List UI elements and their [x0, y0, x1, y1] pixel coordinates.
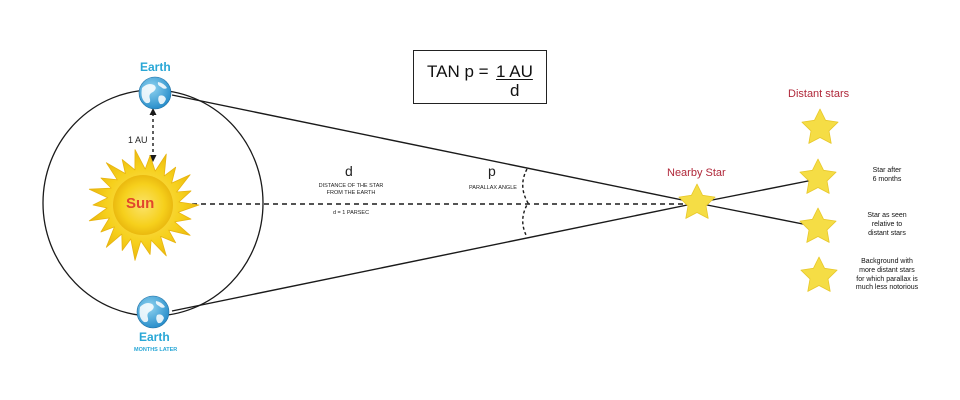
earth-top [138, 76, 172, 110]
formula-box: TAN p = 1 AU d [413, 50, 547, 104]
distance-description-line1: DISTANCE OF THE STAR [318, 183, 384, 189]
note-star-seen: Star as seen relative to distant stars [839, 212, 935, 238]
distant-star-1-icon [801, 108, 839, 144]
au-label: 1 AU [128, 135, 148, 145]
sight-line-top [171, 94, 698, 204]
distance-parsec-label: d = 1 PARSEC [332, 210, 370, 216]
note-line: Background with [861, 258, 913, 265]
sun-label: Sun [126, 195, 155, 212]
distant-stars-title: Distant stars [788, 88, 850, 100]
formula-left: TAN p = [427, 62, 489, 81]
nearby-star-label: Nearby Star [667, 167, 726, 179]
note-line: for which parallax is [856, 275, 918, 283]
au-arrow-up [149, 108, 157, 115]
parallax-angle-arc [522, 168, 529, 238]
note-line: distant stars [868, 229, 906, 237]
sight-line-top-ext [696, 178, 819, 204]
nearby-star-icon [678, 183, 716, 219]
note-line: Star after [872, 167, 902, 174]
earth-top-land [141, 82, 167, 105]
distance-description-line2: FROM THE EARTH [326, 190, 376, 196]
earth-bottom-land [139, 301, 165, 324]
distant-star-2-icon [799, 158, 837, 194]
earth-top-label: Earth [140, 60, 171, 74]
au-arrow-down [149, 155, 157, 162]
sun [88, 149, 200, 261]
note-line: Star as seen [867, 212, 907, 219]
note-line: 6 months [872, 175, 902, 183]
distant-star-3-icon [799, 207, 837, 243]
distant-star-4-icon [800, 256, 838, 292]
parallax-symbol: p [488, 163, 496, 179]
note-line: relative to [871, 220, 903, 228]
sight-line-bottom-ext [696, 202, 819, 228]
formula-denominator: d [510, 81, 520, 100]
note-background: Background with more distant stars for w… [839, 258, 935, 293]
earth-bottom [136, 295, 170, 329]
distance-symbol: d [345, 163, 353, 179]
earth-bottom-sublabel: MONTHS LATER [134, 347, 178, 353]
note-star-after: Star after 6 months [839, 167, 935, 185]
note-line: much less notorious [855, 284, 919, 292]
sun-core [113, 175, 173, 235]
parallax-description: PARALLAX ANGLE [469, 185, 517, 191]
sight-line-bottom [171, 202, 698, 312]
note-line: more distant stars [859, 266, 915, 274]
formula-numerator: 1 AU [496, 62, 533, 81]
earth-bottom-label: Earth [139, 330, 170, 344]
